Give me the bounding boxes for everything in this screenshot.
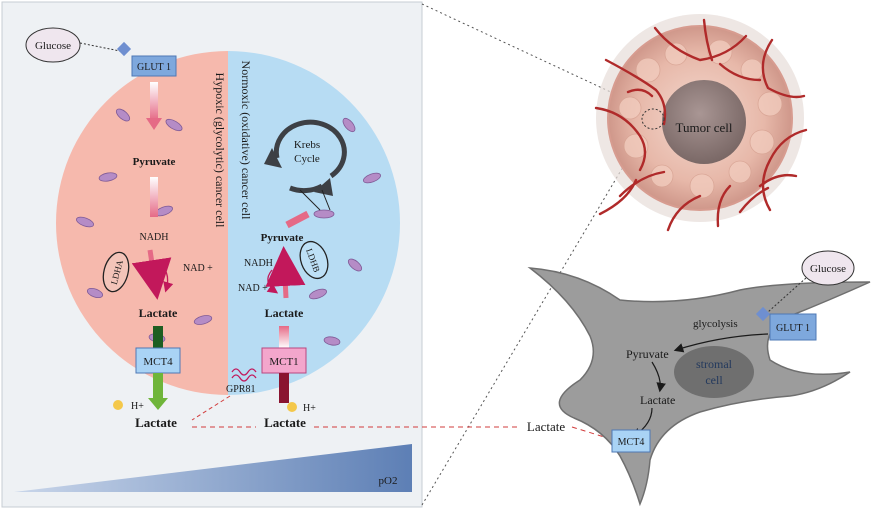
hypoxic-pyruvate: Pyruvate (133, 156, 176, 168)
tumor-vessels (594, 18, 808, 232)
glut1-transporter-right (769, 313, 817, 341)
nadh-curve-arrow (266, 269, 279, 294)
krebs-cycle-arrowhead-1 (264, 148, 282, 168)
stromal-lactate: Lactate (640, 393, 675, 407)
mct4-out-arrowhead (148, 398, 168, 410)
tumor-core (662, 80, 746, 164)
pyruvate-to-lactate-arrow (651, 361, 666, 393)
lactate-to-pyruvate-arrow (265, 246, 306, 299)
glycolysis-arrow (673, 333, 769, 353)
glucose-label-right: Glucose (810, 263, 846, 275)
gpr81-link (191, 395, 231, 421)
normoxic-nadh: NADH (244, 258, 273, 269)
hypoxic-lactate: Lactate (139, 306, 178, 320)
mitochondria-group (76, 108, 381, 346)
stromal-nucleus-line1: stromal (696, 357, 733, 371)
lactate-mid-label: Lactate (527, 419, 565, 434)
hypoxic-nad: NAD + (183, 263, 213, 274)
normoxic-h-plus: H+ (303, 403, 316, 414)
krebs-mito-line-2 (321, 189, 331, 211)
glut1-transporter-left (131, 55, 177, 77)
stromal-pyruvate: Pyruvate (626, 347, 669, 361)
gpr81-label: GPR81 (226, 384, 255, 395)
mct4-transporter (135, 347, 181, 374)
proton-left (113, 400, 123, 410)
hypoxic-h-plus: H+ (131, 401, 144, 412)
tumor-label: Tumor cell (676, 120, 733, 135)
normoxic-lactate: Lactate (265, 306, 304, 320)
stromal-nucleus (674, 346, 754, 398)
krebs-label-2: Cycle (294, 153, 320, 165)
krebs-cycle-arc (273, 119, 347, 179)
hypoxic-lactate-out: Lactate (135, 415, 177, 430)
mct1-transporter (261, 347, 307, 374)
glucose-link-right (767, 277, 807, 313)
mct1-channel-top (279, 326, 289, 348)
normoxic-cell-label: Normoxic (oxidative) cancer cell (239, 61, 253, 221)
normoxic-nad: NAD + (238, 283, 268, 294)
tumor-zoom-region (641, 108, 665, 130)
glut1-label-right: GLUT 1 (776, 323, 810, 334)
mct4-channel-bottom (153, 373, 163, 399)
krebs-label-1: Krebs (294, 139, 320, 151)
stromal-nucleus-line2: cell (705, 373, 723, 387)
mct4-label: MCT4 (143, 356, 173, 368)
normoxic-pyruvate: Pyruvate (261, 232, 304, 244)
glucose-bubble-right (801, 250, 855, 286)
glut1-label-left: GLUT 1 (137, 62, 171, 73)
nad-curve-arrow (155, 261, 174, 293)
po2-label: pO2 (379, 475, 398, 487)
stromal-mct4-label: MCT4 (618, 437, 645, 448)
proton-right (287, 402, 297, 412)
glycolysis-arrow-1-head (146, 118, 162, 130)
glucose-label-left: Glucose (35, 40, 71, 52)
pyruvate-to-mito-arrow (285, 210, 310, 229)
glycolysis-label: glycolysis (693, 318, 738, 330)
glucose-link-left (79, 42, 121, 52)
glucose-bubble-left (25, 27, 81, 63)
krebs-cycle-arrowhead-2 (314, 178, 333, 196)
mct1-label: MCT1 (269, 356, 298, 368)
normoxic-lactate-out: Lactate (264, 415, 306, 430)
glucose-molecule-right (755, 306, 771, 322)
glycolysis-arrow-1 (150, 82, 158, 120)
hypoxic-cell-label: Hypoxic (glycolytic) cancer cell (213, 73, 227, 229)
mct1-channel-bottom (279, 373, 289, 403)
gpr81-receptor (231, 368, 257, 382)
nadh-to-lactate-arrow (131, 249, 172, 300)
hypoxic-nadh: NADH (140, 232, 169, 243)
glycolysis-arrow-2 (150, 177, 158, 217)
stromal-mct4-transporter (611, 429, 651, 453)
mct4-channel-top (153, 326, 163, 348)
ldha-enzyme (102, 251, 130, 293)
po2-gradient-wedge (14, 444, 412, 492)
krebs-mito-line-1 (299, 189, 321, 211)
